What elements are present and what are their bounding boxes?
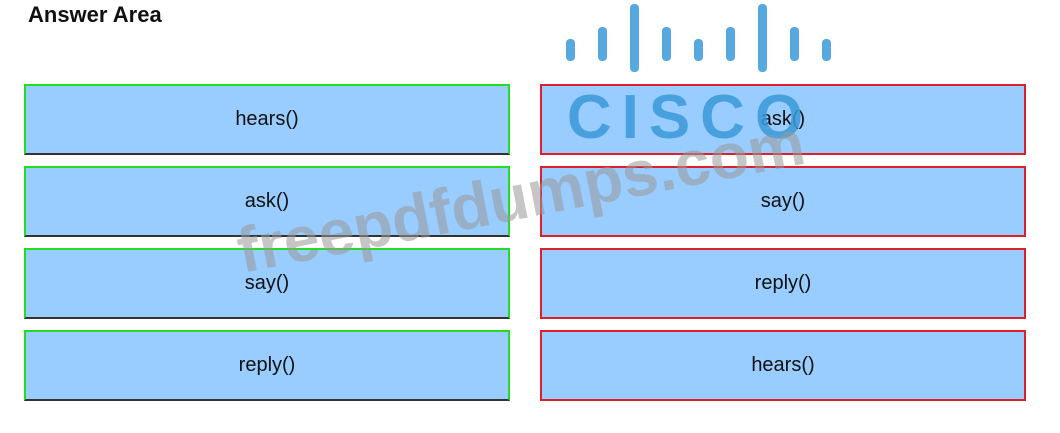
option-say[interactable]: say() [24,248,510,319]
answer-slot-2[interactable]: say() [540,166,1026,237]
answer-slot-4[interactable]: hears() [540,330,1026,401]
option-hears[interactable]: hears() [24,84,510,155]
answer-slot-1[interactable]: ask() [540,84,1026,155]
option-ask[interactable]: ask() [24,166,510,237]
source-options-column: hears() ask() say() reply() [24,84,510,401]
answer-column: ask() say() reply() hears() [540,84,1026,401]
option-reply[interactable]: reply() [24,330,510,401]
cisco-logo-icon [566,4,831,72]
answer-area-title: Answer Area [28,2,162,27]
answer-slot-3[interactable]: reply() [540,248,1026,319]
